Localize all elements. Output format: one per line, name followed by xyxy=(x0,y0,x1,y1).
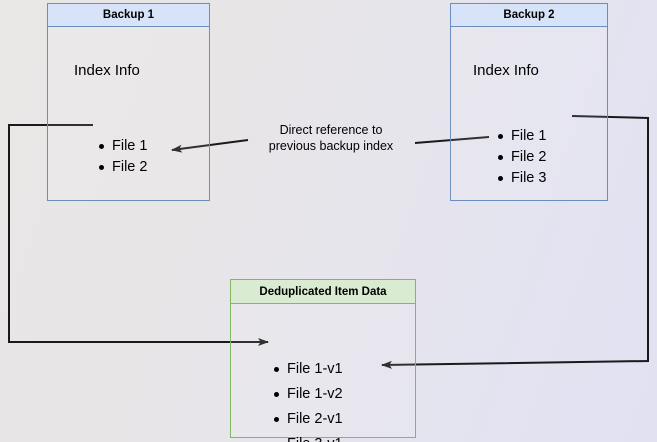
bullet-icon xyxy=(274,367,279,372)
backup1-header: Backup 1 xyxy=(48,4,209,27)
list-item[interactable]: File 1-v1 xyxy=(273,357,343,382)
list-item[interactable]: File 2 xyxy=(98,157,147,178)
backup1-body: Index Info File 1 File 2 xyxy=(48,27,209,200)
list-item[interactable]: File 2 xyxy=(497,147,546,168)
dedup-header: Deduplicated Item Data xyxy=(231,280,415,304)
list-item[interactable]: File 3-v1 xyxy=(273,432,343,442)
list-item[interactable]: File 1-v2 xyxy=(273,382,343,407)
file-label: File 2 xyxy=(511,149,547,165)
file-label: File 2-v1 xyxy=(287,411,343,427)
file-label: File 1 xyxy=(511,128,547,144)
file-label: File 1-v1 xyxy=(287,361,343,377)
dedup-body: File 1-v1 File 1-v2 File 2-v1 File 3-v1 xyxy=(231,304,415,442)
bullet-icon xyxy=(274,417,279,422)
backup1-index-label: Index Info xyxy=(74,62,140,79)
backup2-body: Index Info File 1 File 2 File 3 xyxy=(451,27,607,200)
bullet-icon xyxy=(99,165,104,170)
list-item[interactable]: File 1 xyxy=(497,126,546,147)
backup2-index-label: Index Info xyxy=(473,62,539,79)
bullet-icon xyxy=(498,176,503,181)
list-item[interactable]: File 3 xyxy=(497,168,546,189)
backup1-file-list: File 1 File 2 xyxy=(98,136,147,178)
file-label: File 3-v1 xyxy=(287,436,343,442)
backup2-file-list: File 1 File 2 File 3 xyxy=(497,126,546,189)
connector-annotation: Direct reference to previous backup inde… xyxy=(248,122,414,154)
backup1-node[interactable]: Backup 1 Index Info File 1 File 2 xyxy=(47,3,210,201)
bullet-icon xyxy=(498,134,503,139)
file-label: File 1 xyxy=(112,138,148,154)
annotation-line-2: previous backup index xyxy=(268,139,394,153)
list-item[interactable]: File 1 xyxy=(98,136,147,157)
bullet-icon xyxy=(274,392,279,397)
backup2-header: Backup 2 xyxy=(451,4,607,27)
bullet-icon xyxy=(498,155,503,160)
file-label: File 1-v2 xyxy=(287,386,343,402)
list-item[interactable]: File 2-v1 xyxy=(273,407,343,432)
bullet-icon xyxy=(99,144,104,149)
deduplicated-item-data-node[interactable]: Deduplicated Item Data File 1-v1 File 1-… xyxy=(230,279,416,442)
dedup-file-list: File 1-v1 File 1-v2 File 2-v1 File 3-v1 xyxy=(273,357,343,442)
file-label: File 3 xyxy=(511,170,547,186)
annotation-line-1: Direct reference to xyxy=(279,123,383,137)
file-label: File 2 xyxy=(112,159,148,175)
backup2-node[interactable]: Backup 2 Index Info File 1 File 2 File 3 xyxy=(450,3,608,201)
